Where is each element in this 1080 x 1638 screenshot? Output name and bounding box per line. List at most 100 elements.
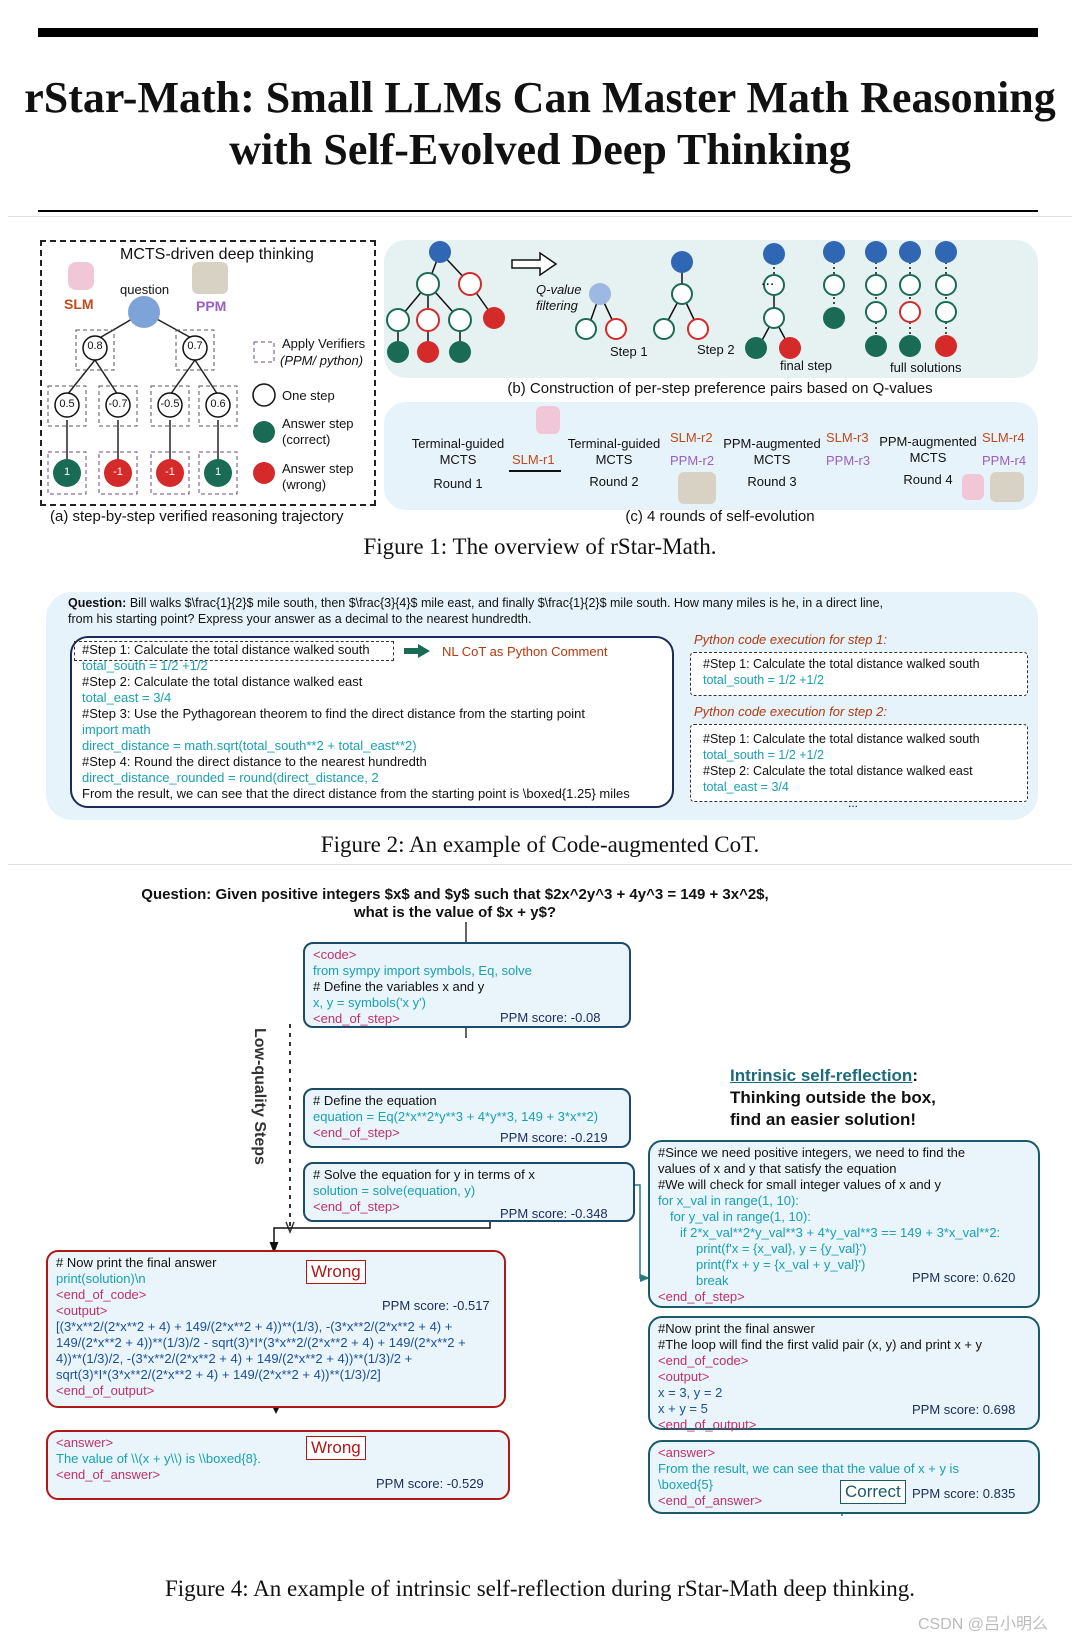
low-quality-steps-label: Low-quality Steps (251, 1028, 268, 1165)
reflection-line-3: find an easier solution! (730, 1110, 917, 1129)
cot-line-8: #Step 4: Round the direct distance to th… (82, 754, 427, 769)
ppm-score: PPM score: 0.835 (912, 1486, 1016, 1501)
legend-correct-1: Answer step (282, 416, 354, 431)
figure-4-caption: Figure 4: An example of intrinsic self-r… (164, 1576, 916, 1601)
answer-tag: <answer> (56, 1435, 114, 1450)
question-label: question (120, 282, 170, 297)
round3-round: Round 3 (747, 474, 797, 489)
code-comment: # Define the equation (313, 1093, 437, 1108)
code-step-2: # Define the equation equation = Eq(2*x*… (303, 1088, 631, 1148)
exec1-title: Python code execution for step 1: (694, 632, 887, 647)
legend-wrong-2: (wrong) (282, 477, 327, 492)
question-label: Question: (68, 596, 127, 610)
code-line: if 2*x_val**2*y_val**3 + 4*y_val**3 == 1… (680, 1225, 1001, 1240)
exec2-title: Python code execution for step 2: (694, 704, 887, 719)
round2-label2: MCTS (595, 452, 633, 467)
code-cot-box (70, 636, 674, 808)
figure-1-caption: Figure 1: The overview of rStar-Math. (363, 534, 717, 559)
cot-line-2: total_south = 1/2 +1/2 (82, 658, 208, 673)
wrong-answer: <answer> The value of \\(x + y\\) is \\b… (46, 1430, 510, 1500)
code-step-3: # Solve the equation for y in terms of x… (303, 1162, 635, 1222)
end-of-step-tag: <end_of_step> (313, 1125, 400, 1140)
mcts-tree (47, 296, 276, 495)
divider (8, 864, 1072, 865)
cot-line-7: direct_distance = math.sqrt(total_south*… (82, 738, 417, 753)
fig4-question-1: Question: Given positive integers $x$ an… (141, 886, 769, 903)
end-of-step-tag: <end_of_step> (313, 1011, 400, 1026)
nl-cot-label: NL CoT as Python Comment (442, 644, 608, 659)
cot-line-6: import math (82, 722, 151, 737)
code-line: print(solution)\n (56, 1271, 146, 1286)
ppm-llama-icon (678, 472, 716, 504)
code-line: break (696, 1273, 729, 1288)
legend-one-step: One step (282, 388, 335, 403)
round4-round: Round 4 (903, 472, 953, 487)
output-tag: <output> (56, 1303, 108, 1318)
ppm-score: PPM score: 0.698 (912, 1402, 1016, 1417)
arrow-round1 (509, 470, 561, 472)
full-solutions-label: full solutions (890, 360, 962, 375)
round2-round: Round 2 (589, 474, 639, 489)
exec2-line-2: total_south = 1/2 +1/2 (703, 748, 824, 762)
question-line-1: Question: Bill walks $\frac{1}{2}$ mile … (68, 596, 883, 610)
exec2-line-3: #Step 2: Calculate the total distance wa… (703, 764, 973, 778)
code-step-1: <code> from sympy import symbols, Eq, so… (303, 942, 631, 1028)
q-value-neg-0-5: -0.5 (160, 398, 180, 410)
answer-line: \boxed{5} (658, 1477, 713, 1492)
fig4-question-2: what is the value of $x + y$? (353, 904, 557, 921)
title-line-2: with Self-Evolved Deep Thinking (229, 125, 851, 174)
output-tag: <output> (658, 1369, 710, 1384)
cot-line-4: total_east = 3/4 (82, 690, 172, 705)
ppm-score: PPM score: -0.517 (382, 1298, 490, 1313)
end-of-output-tag: <end_of_output> (56, 1383, 155, 1398)
ppm-label: PPM (196, 298, 227, 314)
round1-round: Round 1 (433, 476, 483, 491)
round3-label2: MCTS (753, 452, 791, 467)
legend-verifiers: Apply Verifiers (282, 336, 366, 351)
round1-output: SLM-r1 (512, 452, 555, 467)
cot-line-10: From the result, we can see that the dir… (82, 786, 630, 801)
code-comment: # Solve the equation for y in terms of x (313, 1167, 535, 1182)
end-of-step-tag: <end_of_step> (313, 1199, 400, 1214)
leaf-value-2: -1 (113, 466, 123, 478)
answer-line: From the result, we can see that the val… (658, 1461, 959, 1476)
step1-highlight (74, 641, 394, 661)
wrong-badge: Wrong (306, 1260, 366, 1284)
wrong-step-1: # Now print the final answer print(solut… (46, 1250, 506, 1408)
arrow-icon (404, 644, 430, 658)
paper-title: rStar-Math: Small LLMs Can Master Math R… (0, 72, 1080, 176)
legend-verifiers-sub: (PPM/ python) (280, 353, 364, 368)
code-comment: #The loop will find the first valid pair… (658, 1337, 983, 1352)
code-cot-lines: #Step 1: Calculate the total distance wa… (82, 642, 630, 802)
round4-output-ppm: PPM-r4 (982, 453, 1027, 468)
preference-trees (386, 241, 957, 363)
end-of-step-tag: <end_of_step> (658, 1289, 745, 1304)
cot-line-3: #Step 2: Calculate the total distance wa… (82, 674, 363, 689)
exec1-box: #Step 1: Calculate the total distance wa… (690, 652, 1028, 696)
output-line: x + y = 5 (658, 1401, 708, 1416)
top-rule (38, 28, 1038, 37)
slm-llama-icon (68, 262, 94, 290)
code-line: x, y = symbols('x y') (313, 995, 426, 1010)
figure-2-caption: Figure 2: An example of Code-augmented C… (320, 832, 760, 857)
round3-label1: PPM-augmented (723, 436, 821, 451)
exec2-ellipsis: ... (848, 796, 859, 810)
round4-label2: MCTS (909, 450, 947, 465)
ppm-score: PPM score: 0.620 (912, 1270, 1016, 1285)
caption-c: (c) 4 rounds of self-evolution (625, 508, 815, 525)
step-1-label: Step 1 (610, 344, 648, 359)
round3-output-ppm: PPM-r3 (826, 453, 871, 468)
code-line: print(f'x = {x_val}, y = {y_val}') (696, 1241, 867, 1256)
legend-wrong-1: Answer step (282, 461, 354, 476)
round4-output-slm: SLM-r4 (982, 430, 1025, 445)
code-line: for y_val in range(1, 10): (670, 1209, 811, 1224)
watermark: CSDN @吕小明么 (918, 1616, 1049, 1633)
cot-line-1: #Step 1: Calculate the total distance wa… (82, 642, 370, 657)
code-tag: <code> (313, 947, 357, 962)
question-text: Bill walks $\frac{1}{2}$ mile south, the… (126, 596, 884, 610)
cot-line-5: #Step 3: Use the Pythagorean theorem to … (82, 706, 585, 721)
code-line: print(f'x + y = {x_val + y_val}') (696, 1257, 866, 1272)
mcts-panel (40, 240, 376, 506)
ellipsis: ... (761, 272, 775, 289)
end-of-answer-tag: <end_of_answer> (56, 1467, 161, 1482)
